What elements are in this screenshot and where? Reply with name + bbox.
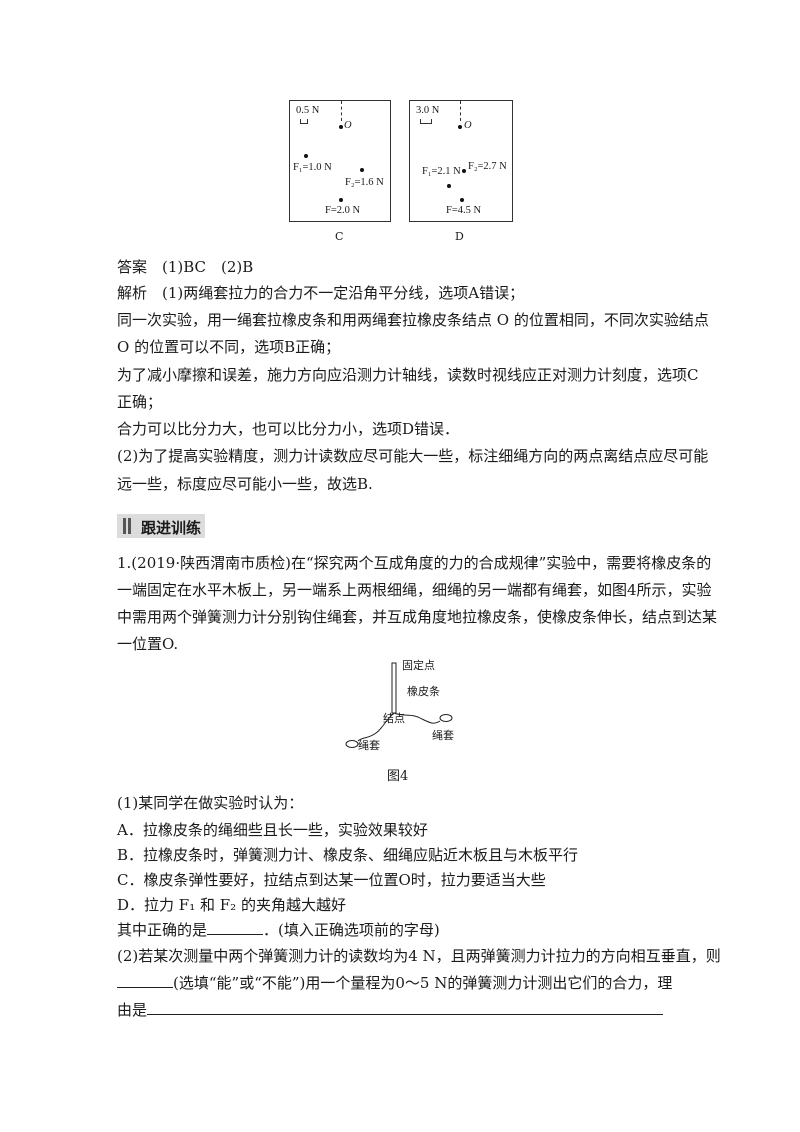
loop-right xyxy=(439,714,453,722)
analysis-line-7: (2)为了提高实验精度，测力计读数应尽可能大一些，标注细绳方向的两点离结点应尽可… xyxy=(117,447,709,465)
part1-prompt-post: ．(填入正确选项前的字母) xyxy=(263,921,440,939)
answer-blank-2[interactable] xyxy=(117,973,173,988)
banner-bars-icon xyxy=(123,518,134,534)
part1-prompt-pre: 其中正确的是 xyxy=(117,921,208,939)
dashed-line xyxy=(341,101,342,121)
f2-label: F₂=1.6 N xyxy=(345,177,384,188)
question-line-3: 中需用两个弹簧测力计分别钩住绳套，并互成角度地拉橡皮条，使橡皮条伸长，结点到达某 xyxy=(117,608,718,626)
label-knot: 结点 xyxy=(383,713,405,725)
point-o xyxy=(458,125,462,129)
figure-panel-c: 0.5 N O F₁=1.0 N F₂=1.6 N F=2.0 N xyxy=(289,100,391,222)
part1-prompt: 其中正确的是 ．(填入正确选项前的字母) xyxy=(117,920,440,940)
answer-line: 答案 (1)BC (2)B xyxy=(117,258,254,276)
point-f xyxy=(460,198,464,202)
option-c: C．橡皮条弹性要好，拉结点到达某一位置O时，拉力要适当大些 xyxy=(117,871,546,889)
section-banner: 跟进训练 xyxy=(117,514,205,538)
caption-d: D xyxy=(455,230,464,243)
caption-c: C xyxy=(335,230,344,243)
rubber-band xyxy=(391,662,397,714)
option-a: A．拉橡皮条的绳细些且长一些，实验效果较好 xyxy=(117,821,428,839)
label-fixed-point: 固定点 xyxy=(402,660,435,672)
question-line-4: 一位置O. xyxy=(117,635,179,653)
label-loop-right: 绳套 xyxy=(432,730,454,742)
question-line-2: 一端固定在水平木板上，另一端系上两根细绳，细绳的另一端都有绳套，如图4所示，实验 xyxy=(117,581,712,599)
part2-line-3: 由是 xyxy=(117,1000,664,1020)
label-loop-left: 绳套 xyxy=(358,740,380,752)
f2-label: F₂=2.7 N xyxy=(468,161,507,172)
figure-4-diagram xyxy=(345,662,453,748)
analysis-line-5: 正确； xyxy=(117,393,163,411)
string-right xyxy=(393,712,441,724)
answer-blank-3[interactable] xyxy=(147,1000,664,1015)
point-f1 xyxy=(304,154,308,158)
o-label: O xyxy=(344,120,352,131)
o-label: O xyxy=(464,120,472,131)
answer-blank-1[interactable] xyxy=(207,920,264,935)
figure-panel-d: 3.0 N O F₁=2.1 N F₂=2.7 N F=4.5 N xyxy=(409,100,513,222)
f-label: F=4.5 N xyxy=(446,205,482,216)
scale-label: 0.5 N xyxy=(296,105,320,116)
analysis-line-8: 远一些，标度应尽可能小一些，故选B. xyxy=(117,475,373,493)
analysis-line-3: O 的位置可以不同，选项B正确； xyxy=(117,338,341,356)
scale-bar xyxy=(420,119,432,124)
point-f1 xyxy=(447,184,451,188)
point-o xyxy=(339,125,343,129)
analysis-line-1: 解析 (1)两绳套拉力的合力不一定沿角平分线，选项A错误； xyxy=(117,284,525,302)
scale-label: 3.0 N xyxy=(416,105,440,116)
point-f xyxy=(339,198,343,202)
banner-title: 跟进训练 xyxy=(141,519,202,537)
part2-line-1: (2)若某次测量中两个弹簧测力计的读数均为4 N，且两弹簧测力计拉力的方向相互垂… xyxy=(117,947,721,965)
f1-label: F₁=1.0 N xyxy=(293,162,332,173)
option-d: D．拉力 F₁ 和 F₂ 的夹角越大越好 xyxy=(117,896,346,914)
analysis-line-6: 合力可以比分力大，也可以比分力小，选项D错误． xyxy=(117,420,460,438)
f-label: F=2.0 N xyxy=(325,205,361,216)
string-left xyxy=(357,712,395,742)
dashed-line xyxy=(460,101,461,121)
point-f2 xyxy=(462,169,466,173)
scale-bar xyxy=(300,119,308,124)
figure-4-caption: 图4 xyxy=(387,769,409,784)
option-b: B．拉橡皮条时，弹簧测力计、橡皮条、细绳应贴近木板且与木板平行 xyxy=(117,846,579,864)
label-rubber-band: 橡皮条 xyxy=(407,686,440,698)
analysis-line-2: 同一次实验，用一绳套拉橡皮条和用两绳套拉橡皮条结点 O 的位置相同，不同次实验结… xyxy=(117,311,709,329)
loop-left xyxy=(345,740,359,748)
part2-line-2: (选填“能”或“不能”)用一个量程为0～5 N的弹簧测力计测出它们的合力，理 xyxy=(117,973,672,993)
f1-label: F₁=2.1 N xyxy=(422,166,461,177)
part2-line-2-text: (选填“能”或“不能”)用一个量程为0～5 N的弹簧测力计测出它们的合力，理 xyxy=(173,974,673,992)
point-f2 xyxy=(360,168,364,172)
part2-reason-label: 由是 xyxy=(117,1001,148,1019)
question-line-1: 1.(2019·陕西渭南市质检)在“探究两个互成角度的力的合成规律”实验中，需要… xyxy=(117,554,712,572)
part1-stem: (1)某同学在做实验时认为： xyxy=(117,794,304,812)
analysis-line-4: 为了减小摩擦和误差，施力方向应沿测力计轴线，读数时视线应正对测力计刻度，选项C xyxy=(117,366,699,384)
